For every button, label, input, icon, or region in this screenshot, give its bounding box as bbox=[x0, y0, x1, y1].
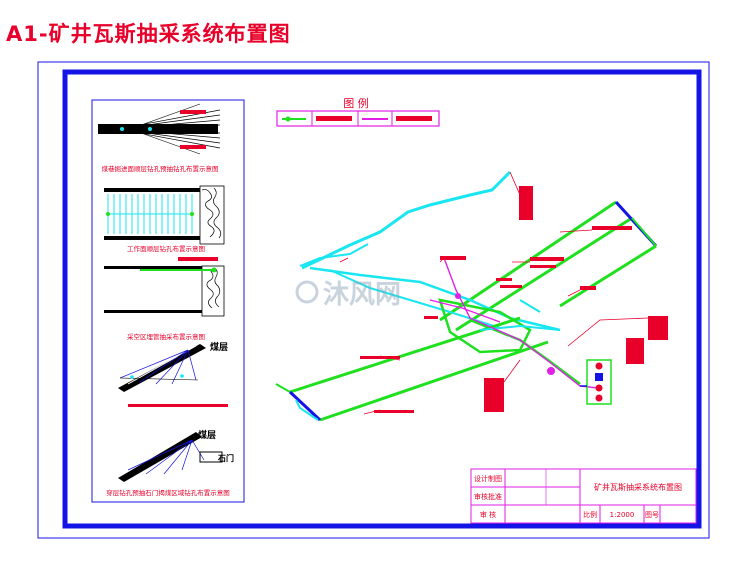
lower-main-roadway-b bbox=[319, 340, 549, 422]
panel-5-label: 煤层 bbox=[198, 429, 216, 441]
note-6 bbox=[580, 286, 596, 290]
pump-station bbox=[580, 359, 612, 405]
title-block-scale-label: 比例 bbox=[583, 510, 597, 519]
note-2 bbox=[592, 226, 632, 230]
title-block-row3: 审 核 bbox=[480, 510, 496, 519]
title-block-row2: 审核批准 bbox=[474, 492, 502, 501]
note-3 bbox=[530, 257, 564, 261]
mine-network bbox=[275, 170, 658, 422]
watermark-text: 沐风网 bbox=[323, 280, 401, 310]
legend-title: 图 例 bbox=[343, 96, 369, 110]
legend: 图 例 bbox=[276, 96, 440, 127]
title-block-row1: 设计制图 bbox=[474, 474, 502, 483]
title-block-number-label: 图号 bbox=[645, 511, 659, 519]
panel-5-caption: 穿层钻孔预抽石门揭煤区域钻孔布置示意图 bbox=[106, 488, 230, 497]
panel-5-crosscut: 煤层 石门 穿层钻孔预抽石门揭煤区域钻孔布置示意图 bbox=[106, 429, 234, 497]
note-11 bbox=[374, 410, 414, 413]
note-9 bbox=[484, 378, 504, 412]
panel-3-caption: 采空区埋管抽采布置示意图 bbox=[127, 332, 205, 341]
page-title: A1-矿井瓦斯抽采系统布置图 bbox=[6, 22, 291, 46]
watermark: 沐风网 bbox=[295, 280, 401, 310]
panel-1-caption: 煤巷掘进面顺层钻孔预抽钻孔布置示意图 bbox=[102, 164, 219, 173]
note-10 bbox=[360, 356, 400, 359]
panel-2-caption: 工作面顺层钻孔布置示意图 bbox=[127, 244, 205, 253]
title-block: 设计制图 审核批准 审 核 矿井瓦斯抽采系统布置图 比例 1:2000 图号 bbox=[470, 468, 697, 524]
note-1 bbox=[519, 186, 533, 220]
side-panel-frame bbox=[91, 99, 245, 503]
panel-5-label-2: 石门 bbox=[217, 453, 234, 463]
panel-4-seam: 煤层 bbox=[118, 341, 228, 407]
cyan-roadway-north bbox=[301, 170, 512, 270]
upper-main-roadway-b bbox=[455, 216, 633, 332]
annotations bbox=[339, 171, 668, 415]
panel-3-goaf-pipe: 采空区埋管抽采布置示意图 bbox=[104, 257, 225, 341]
note-12 bbox=[424, 316, 438, 319]
note-5 bbox=[500, 285, 522, 288]
panel-4-label: 煤层 bbox=[210, 341, 228, 353]
note-7 bbox=[648, 316, 668, 340]
panel-1-drill-fan: 煤巷掘进面顺层钻孔预抽钻孔布置示意图 bbox=[98, 103, 221, 173]
note-8 bbox=[626, 338, 644, 364]
panel-2-working-face: 工作面顺层钻孔布置示意图 bbox=[104, 185, 225, 253]
note-4 bbox=[440, 256, 466, 260]
panel-4-caption-bar bbox=[128, 404, 228, 407]
inner-frame bbox=[62, 69, 702, 529]
outer-frame bbox=[37, 61, 710, 539]
title-block-scale-value: 1:2000 bbox=[610, 511, 635, 519]
title-block-drawing-name: 矿井瓦斯抽采系统布置图 bbox=[594, 482, 682, 492]
